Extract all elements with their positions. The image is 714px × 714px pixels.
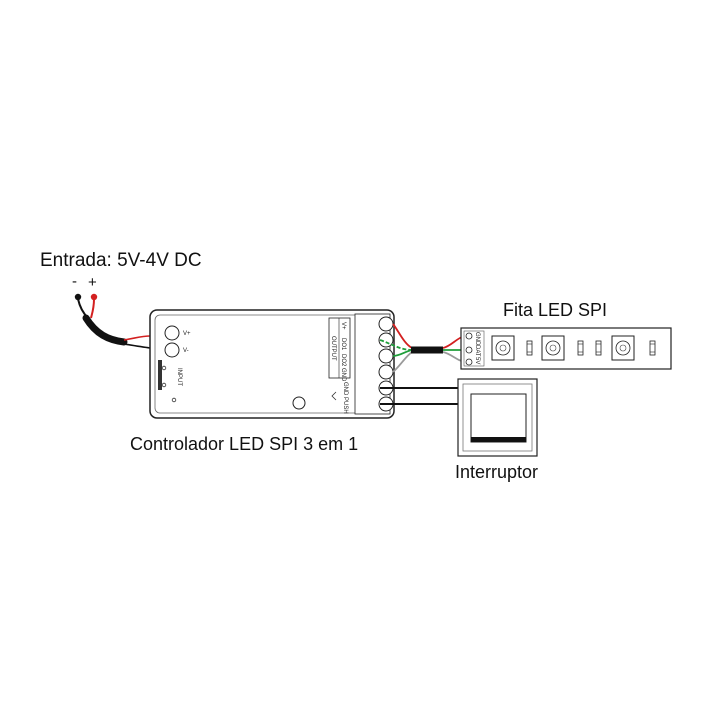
output-green-wire-dashed [379,339,413,351]
output-pin-label-gnd: GND [340,368,346,382]
resistor-2 [577,340,584,356]
strip-label: Fita LED SPI [503,300,607,320]
power-pin-label-vplus: V+ [183,331,191,337]
input-red-wire [123,335,151,341]
push-button[interactable] [292,396,306,410]
strip-pad-gnd [465,332,473,340]
input-minus-sign: - [72,273,77,290]
output-terminal-3 [378,348,394,364]
output-grey-wire [392,351,413,373]
output-terminal-1 [378,316,394,332]
strip-pad-5v [465,358,473,366]
output-red-wire [392,323,413,349]
input-black-wire [123,343,151,349]
resistor-3 [595,340,602,356]
side-connector-slot [158,360,162,390]
input-jack-icon [161,365,167,371]
input-positive-wire-tip [90,298,95,319]
strip-pad-label-5v: 5V [474,357,480,364]
push-arrow-icon [331,391,337,401]
switch-label: Interruptor [455,462,538,482]
power-terminal-vplus [164,325,180,341]
output-terminal-4 [378,364,394,380]
resistor-1 [526,340,533,356]
output-pin-label-box [328,317,351,379]
indicator-led-icon [171,397,177,403]
input-jack-icon-2 [161,382,167,388]
input-label: INPUT [176,368,182,386]
output-pin-label-vplus: V+ [340,322,346,330]
wall-switch-inner-frame [462,383,533,452]
led-chip-3 [611,335,635,361]
led-chip-1 [491,335,515,361]
strip-pad-label-dat: DAT [474,345,480,357]
power-terminal-vminus [164,342,180,358]
strip-pad-dat [465,346,473,354]
output-label: OUTPUT [330,336,336,361]
input-positive-terminal [90,293,98,301]
switch-rocker[interactable] [470,393,527,443]
output-pin-label-do2: DO2 [340,354,346,367]
switch-rocker-shadow [471,437,526,442]
controller-label: Controlador LED SPI 3 em 1 [130,434,358,454]
input-negative-terminal [74,293,82,301]
resistor-4 [649,340,656,356]
input-cable-sheath [82,314,128,346]
input-voltage-label: Entrada: 5V-4V DC [40,250,202,271]
power-pin-label-vminus: V- [183,348,189,354]
output-green-wire [392,349,413,357]
output-pin-label-do1: DO1 [340,338,346,351]
led-chip-2 [541,335,565,361]
push-label: GND PUSH [342,382,348,414]
output-terminal-2 [378,332,394,348]
strip-pad-area [463,330,485,367]
input-plus-sign: + [88,274,97,291]
strip-pad-label-gnd: GND [474,332,480,346]
